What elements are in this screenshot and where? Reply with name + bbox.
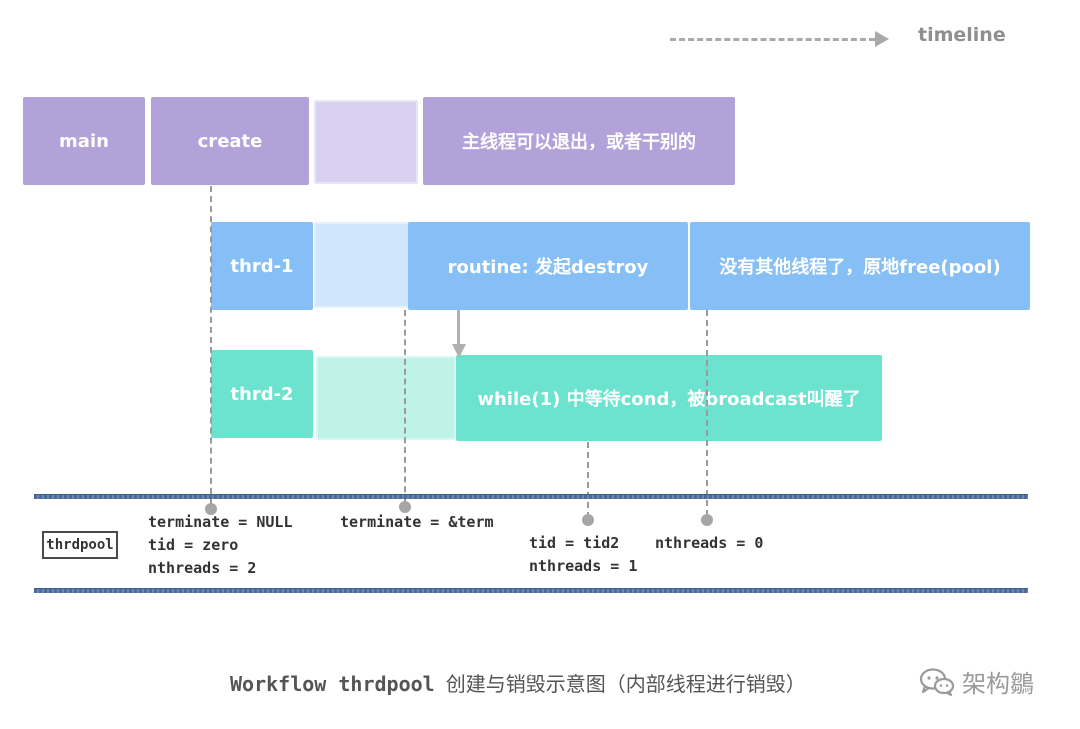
- watermark: 架构鶵: [918, 664, 1034, 699]
- state-line: terminate = &term: [340, 513, 494, 531]
- main-block: main: [23, 97, 145, 185]
- routine-block: routine: 发起destroy: [408, 222, 688, 310]
- thrd2-block: thrd-2: [211, 350, 313, 438]
- thrd1-block: thrd-1: [211, 222, 313, 310]
- free-pool-block: 没有其他线程了，原地free(pool): [690, 222, 1030, 310]
- state-line: nthreads = 2: [148, 559, 257, 577]
- state-group-2: terminate = &term: [340, 511, 494, 534]
- state-rule-bottom: [34, 588, 1028, 593]
- timeline-label: timeline: [918, 24, 1006, 46]
- state-group-1: terminate = NULL tid = zero nthreads = 2: [148, 511, 293, 580]
- state-group-4: nthreads = 0: [655, 532, 763, 555]
- state-rule-top: [34, 494, 1028, 499]
- while-wait-block: while(1) 中等待cond，被broadcast叫醒了: [456, 355, 882, 441]
- guide-line-destroy: [404, 310, 406, 502]
- caption-subtitle: 创建与销毁示意图（内部线程进行销毁）: [445, 672, 806, 696]
- state-dot-3: [582, 514, 594, 526]
- main-exit-block: 主线程可以退出，或者干别的: [423, 97, 735, 185]
- state-line: nthreads = 0: [655, 534, 764, 552]
- state-dot-2: [399, 501, 411, 513]
- caption: Workflow thrdpool 创建与销毁示意图（内部线程进行销毁）: [230, 668, 806, 697]
- main-idle-block: [314, 100, 418, 184]
- state-dot-4: [701, 514, 713, 526]
- state-line: nthreads = 1: [529, 557, 638, 575]
- wechat-icon: [919, 667, 955, 696]
- thrd2-idle-block: [316, 356, 456, 440]
- guide-line-create: [210, 186, 212, 504]
- state-line: terminate = NULL: [148, 513, 293, 531]
- thrdpool-label: thrdpool: [42, 531, 118, 559]
- state-line: tid = zero: [148, 536, 239, 554]
- guide-line-wakeup: [587, 442, 589, 518]
- thrd1-idle-block: [314, 222, 410, 308]
- broadcast-arrow: [452, 310, 466, 360]
- watermark-text: 架构鶵: [962, 670, 1034, 698]
- state-dot-1: [205, 503, 217, 515]
- create-block: create: [151, 97, 309, 185]
- timeline-arrow: [670, 31, 890, 47]
- state-group-3: tid = tid2 nthreads = 1: [529, 532, 637, 578]
- state-line: tid = tid2: [529, 534, 620, 552]
- caption-title: Workflow thrdpool: [230, 672, 435, 696]
- guide-line-free: [706, 310, 708, 516]
